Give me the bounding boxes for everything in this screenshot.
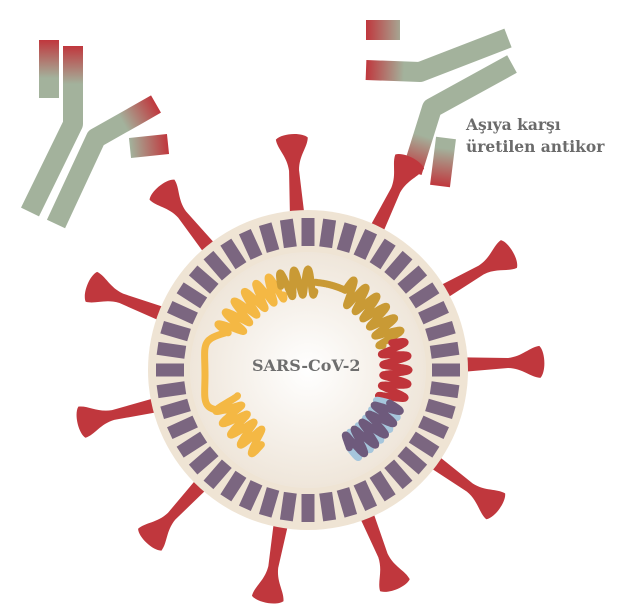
membrane-protein	[160, 398, 191, 420]
virus-label: SARS-CoV-2	[252, 356, 361, 375]
spike-protein	[416, 445, 506, 520]
spike-protein	[84, 271, 181, 328]
membrane-protein	[429, 341, 460, 359]
membrane-protein	[432, 363, 460, 377]
spike-proteins	[76, 134, 545, 604]
membrane-protein	[408, 282, 440, 309]
rna-segment-yellow	[214, 273, 288, 337]
antibody-label-line2: üretilen antikor	[466, 137, 605, 156]
membrane-protein	[425, 320, 456, 342]
antibody-heavy-chain	[46, 95, 161, 229]
membrane-protein	[408, 431, 440, 458]
rna-segment-yellow-linear	[201, 329, 232, 414]
membrane-protein	[353, 480, 378, 511]
membrane-protein	[369, 470, 396, 502]
membrane-protein	[203, 459, 232, 490]
membrane-protein	[418, 415, 449, 440]
membrane-protein	[167, 300, 198, 325]
membrane-protein	[188, 446, 219, 475]
membrane-protein	[369, 238, 396, 270]
spike-protein	[251, 506, 292, 604]
membrane-protein	[167, 415, 198, 440]
membrane-protein	[176, 282, 208, 309]
membrane-protein	[425, 398, 456, 420]
spike-protein	[275, 134, 308, 231]
membrane-protein	[384, 250, 413, 281]
rna-segment-red	[375, 338, 413, 407]
membrane-protein	[301, 218, 315, 246]
membrane-protein	[353, 229, 378, 260]
membrane-protein	[220, 470, 247, 502]
antibodies	[21, 20, 517, 229]
membrane-protein	[319, 491, 337, 522]
spike-protein	[138, 466, 219, 551]
antibody-heavy-chain	[402, 55, 517, 175]
membrane-protein	[279, 491, 297, 522]
membrane-protein	[176, 431, 208, 458]
spike-protein	[149, 179, 227, 267]
rna-segment-mustard	[341, 276, 405, 350]
rna-segment-yellow	[212, 392, 266, 458]
spike-protein	[353, 496, 410, 592]
membrane-protein	[258, 487, 280, 518]
membrane-protein	[238, 480, 263, 511]
rna-strand	[201, 265, 413, 461]
membrane-protein	[203, 250, 232, 281]
membrane-protein	[156, 381, 187, 399]
membrane-protein	[258, 222, 280, 253]
membrane-protein	[188, 265, 219, 294]
membrane-protein	[418, 300, 449, 325]
antibody-label-line1: Aşıya karşı	[466, 115, 561, 134]
membrane-protein	[279, 218, 297, 249]
spike-protein	[447, 345, 545, 378]
rna-segment-purple	[341, 399, 404, 458]
membrane-proteins	[156, 218, 460, 522]
rna-segment-mustard-linear	[312, 278, 349, 294]
membrane-protein	[301, 494, 315, 522]
membrane-protein	[319, 218, 337, 249]
membrane-protein	[397, 446, 428, 475]
membrane-protein	[397, 265, 428, 294]
membrane-protein	[384, 459, 413, 490]
antibody-label: Aşıya karşı üretilen antikor	[466, 114, 604, 158]
spike-protein	[76, 393, 174, 438]
membrane-protein	[336, 487, 358, 518]
antibody-light-chain	[128, 134, 170, 158]
rna-segment-mustard	[276, 265, 319, 301]
antibody-heavy-chain	[365, 28, 512, 82]
spike-protein	[362, 153, 425, 248]
membrane-protein	[429, 381, 460, 399]
spike-protein	[425, 240, 518, 307]
membrane-protein	[238, 229, 263, 260]
membrane-protein	[336, 222, 358, 253]
antibody-light-chain	[430, 136, 456, 188]
membrane-protein	[156, 341, 187, 359]
membrane-protein	[160, 320, 191, 342]
membrane-protein	[220, 238, 247, 270]
antibody-heavy-chain	[21, 46, 83, 217]
membrane-protein	[156, 363, 184, 377]
